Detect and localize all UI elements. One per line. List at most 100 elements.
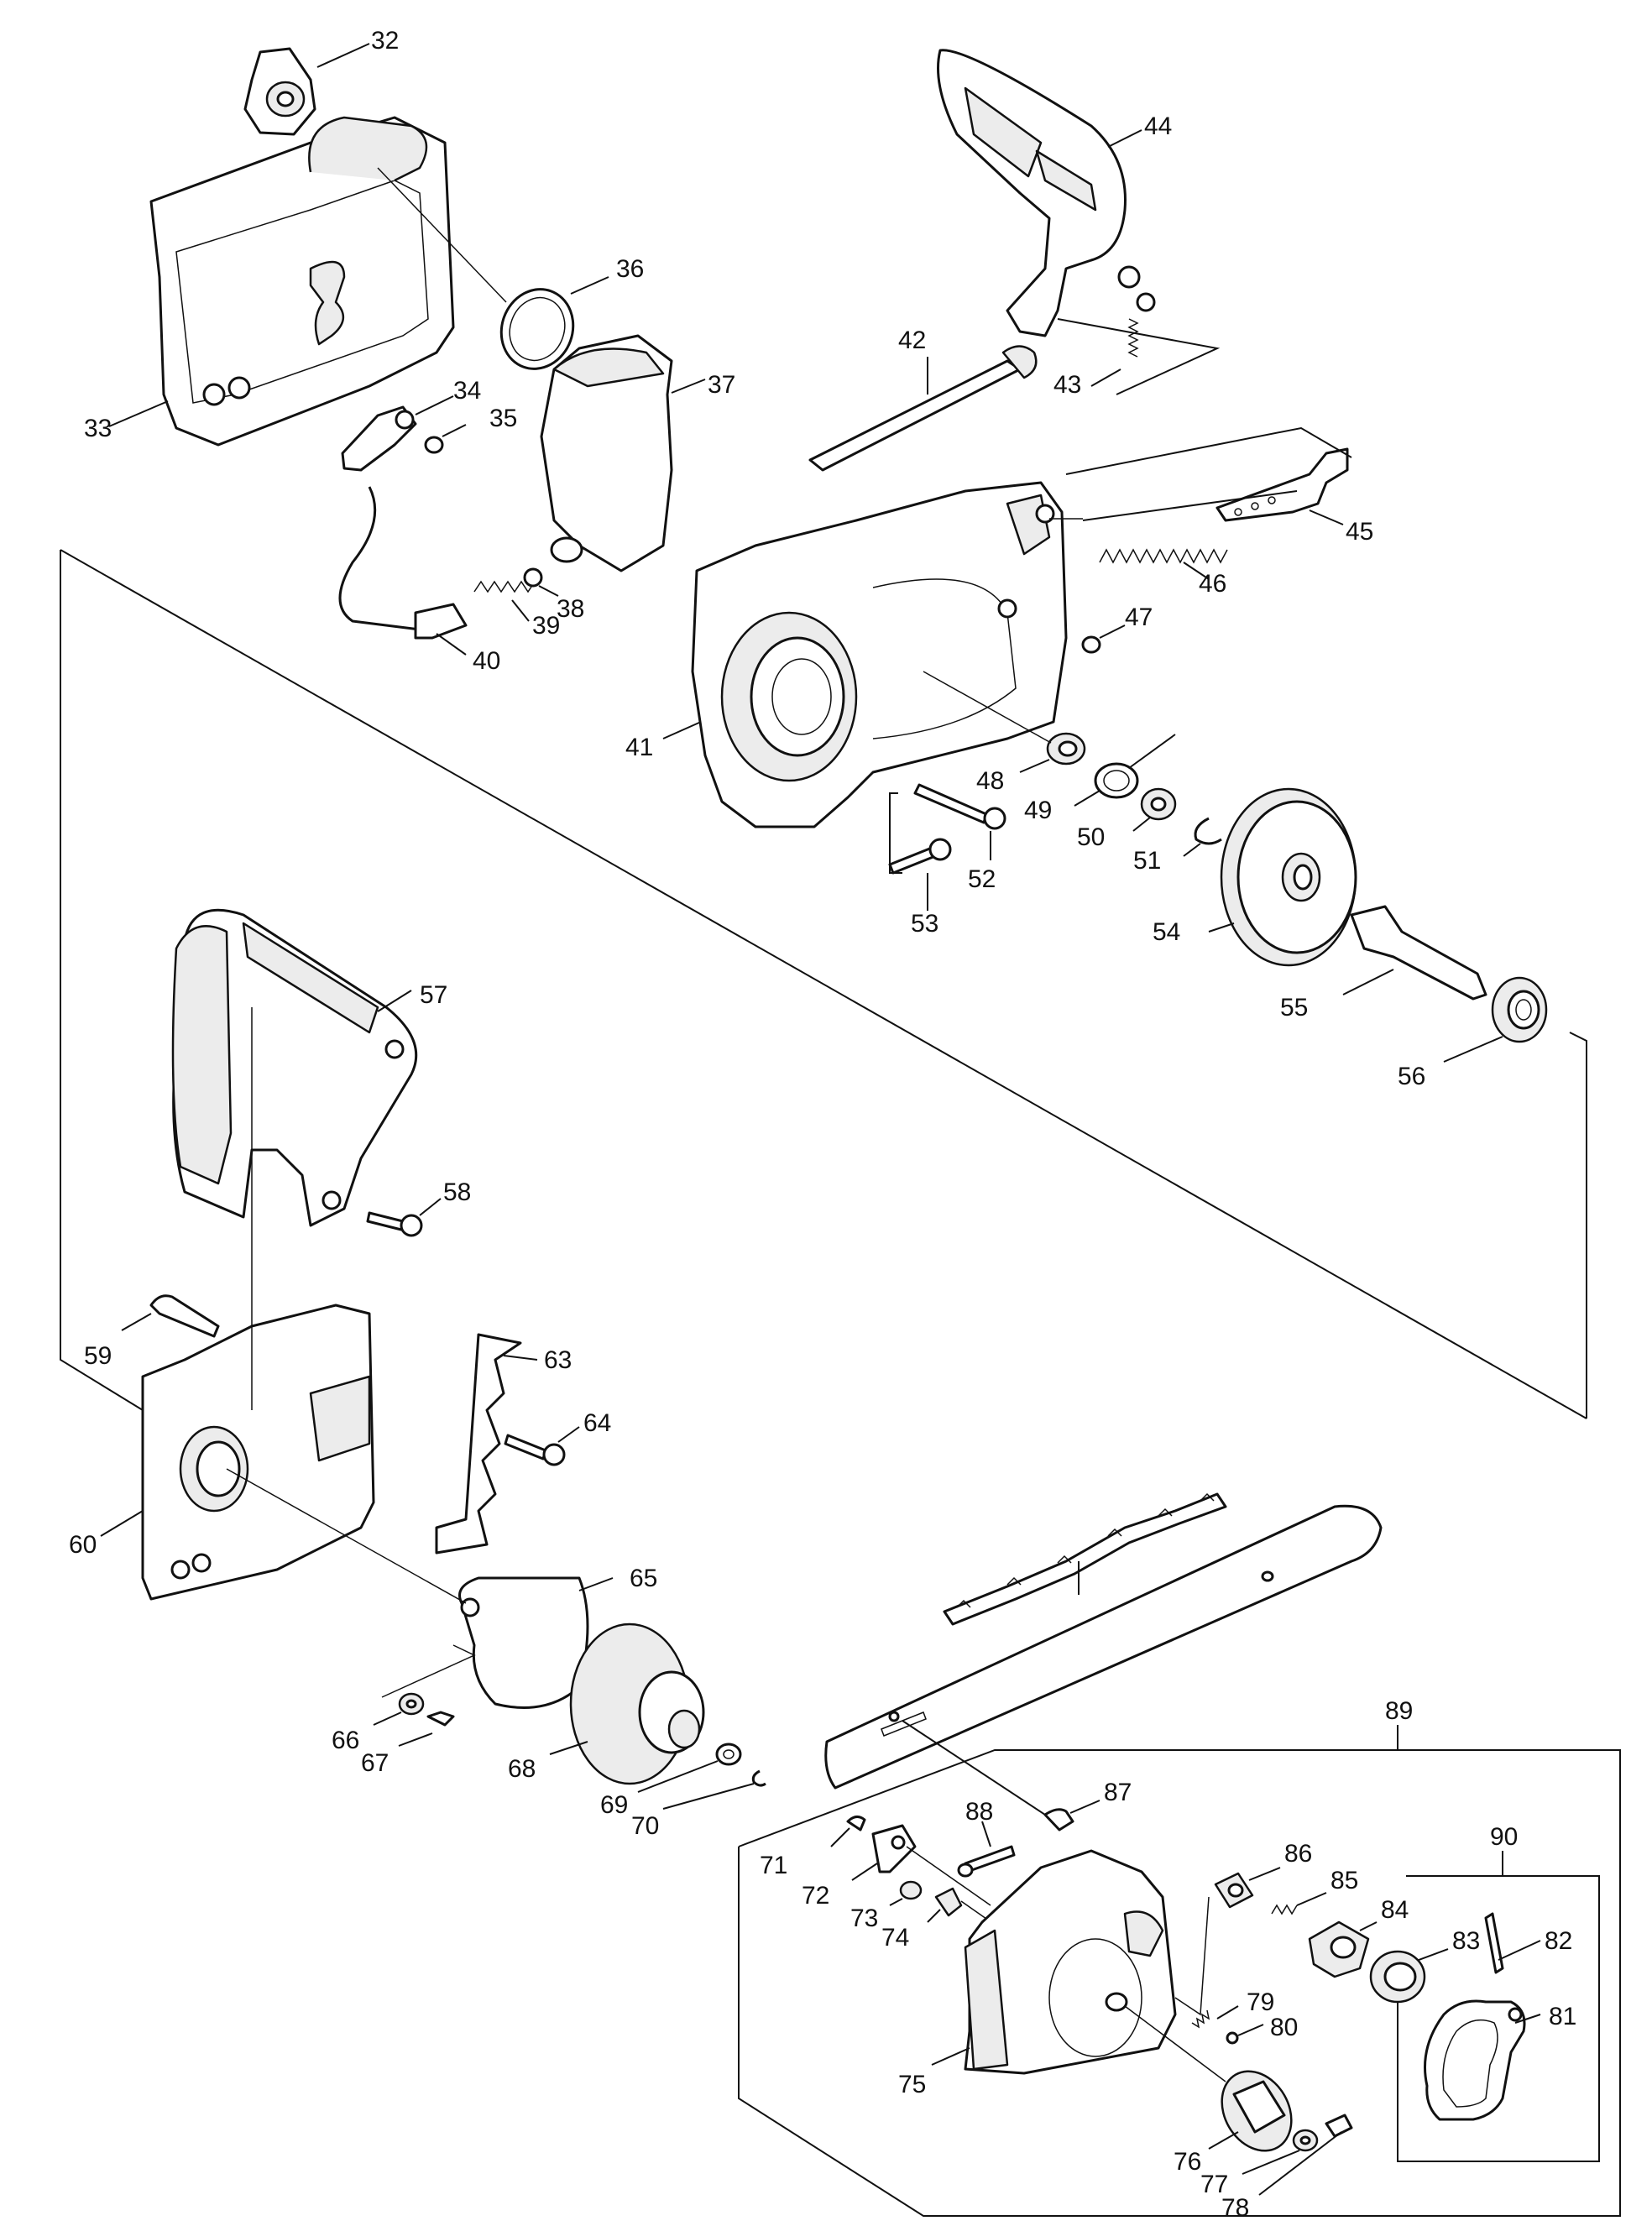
part-72-adjusting-plate — [851, 1824, 991, 1906]
label-53: 53 — [911, 910, 938, 938]
label-52: 52 — [968, 865, 996, 893]
label-41: 41 — [625, 734, 653, 761]
part-45-brake-lever — [1065, 426, 1352, 525]
label-88: 88 — [965, 1798, 993, 1826]
part-42-rod — [808, 345, 1038, 472]
part-64-screw — [504, 1426, 580, 1466]
part-number-labels: 32 33 34 35 36 37 38 39 40 41 42 43 44 4… — [69, 27, 1576, 2222]
label-69: 69 — [600, 1791, 628, 1819]
label-33: 33 — [84, 415, 112, 442]
label-90: 90 — [1490, 1823, 1518, 1851]
label-39: 39 — [532, 612, 560, 640]
label-87: 87 — [1104, 1779, 1132, 1806]
label-54: 54 — [1153, 918, 1180, 946]
label-78: 78 — [1221, 2194, 1249, 2222]
part-52-screw — [913, 783, 1006, 860]
part-33-rear-housing — [108, 116, 455, 447]
label-65: 65 — [630, 1565, 657, 1592]
part-59-bolt — [121, 1294, 220, 1338]
part-48-bearing — [923, 671, 1086, 773]
label-63: 63 — [544, 1346, 572, 1374]
label-77: 77 — [1200, 2171, 1228, 2198]
part-49-spring-washer — [1074, 734, 1176, 807]
part-63-bumper-spike — [435, 1333, 538, 1555]
label-89: 89 — [1385, 1697, 1413, 1725]
part-73-nut — [889, 1880, 923, 1906]
part-74-gear — [927, 1887, 1004, 1931]
label-32: 32 — [371, 27, 399, 55]
part-55-pinion-shaft — [1342, 905, 1487, 1001]
label-73: 73 — [850, 1905, 878, 1932]
part-58-screw — [366, 1198, 442, 1237]
part-54-bevel-gear — [1208, 787, 1357, 967]
part-69-washer — [637, 1743, 742, 1793]
label-82: 82 — [1545, 1927, 1572, 1955]
label-85: 85 — [1330, 1867, 1358, 1894]
part-87-bar-stud — [902, 1720, 1100, 1831]
label-40: 40 — [473, 647, 500, 675]
label-36: 36 — [616, 255, 644, 283]
part-56-ball-bearing — [1443, 976, 1548, 1063]
label-44: 44 — [1144, 112, 1172, 140]
part-53-screw — [888, 792, 952, 911]
part-86-nut — [1174, 1867, 1281, 2016]
label-55: 55 — [1280, 994, 1308, 1022]
part-67-screw — [398, 1711, 455, 1747]
part-34-oil-fitting — [341, 395, 454, 472]
label-48: 48 — [976, 767, 1004, 795]
label-75: 75 — [898, 2071, 926, 2098]
label-60: 60 — [69, 1531, 97, 1559]
label-38: 38 — [557, 595, 584, 623]
part-84-knob-base — [1308, 1920, 1378, 1978]
part-83-ring — [1369, 1948, 1449, 2004]
part-32-cap — [243, 43, 370, 136]
label-43: 43 — [1053, 371, 1081, 399]
label-72: 72 — [802, 1882, 829, 1910]
part-68-sprocket — [549, 1622, 705, 1785]
part-66-washer — [373, 1692, 425, 1726]
part-60-side-plate — [100, 1007, 375, 1601]
label-68: 68 — [508, 1755, 536, 1783]
label-81: 81 — [1549, 2003, 1576, 2030]
part-70-snap-ring — [662, 1769, 766, 1810]
label-70: 70 — [631, 1812, 659, 1840]
label-49: 49 — [1024, 797, 1052, 824]
label-56: 56 — [1398, 1063, 1425, 1090]
kit-90-frame-lines — [1397, 1851, 1600, 2162]
label-37: 37 — [708, 371, 735, 399]
label-45: 45 — [1346, 518, 1373, 546]
part-41-gear-housing — [662, 481, 1083, 828]
label-80: 80 — [1270, 2014, 1298, 2041]
part-77-washer — [1242, 2129, 1319, 2175]
part-47-o-ring — [1081, 624, 1126, 654]
part-35-o-ring — [424, 424, 467, 454]
part-38-seal — [523, 567, 559, 597]
label-34: 34 — [453, 377, 481, 405]
label-51: 51 — [1133, 847, 1161, 875]
label-84: 84 — [1381, 1896, 1409, 1924]
part-82-pin — [1484, 1912, 1541, 1974]
part-76-knob — [1208, 2070, 1293, 2152]
part-57-front-handle — [171, 908, 418, 1227]
label-76: 76 — [1174, 2148, 1201, 2176]
label-64: 64 — [583, 1409, 611, 1437]
label-57: 57 — [420, 981, 447, 1009]
part-80-ball — [1226, 2024, 1264, 2045]
part-39-spring — [473, 580, 536, 622]
part-75-sprocket-cover — [931, 1849, 1226, 2082]
part-43-spring — [1057, 318, 1221, 395]
part-81-lever — [1424, 1999, 1541, 2121]
label-42: 42 — [898, 327, 926, 354]
label-74: 74 — [881, 1924, 909, 1952]
label-79: 79 — [1247, 1988, 1274, 2016]
label-46: 46 — [1199, 570, 1226, 598]
label-50: 50 — [1077, 823, 1105, 851]
part-51-snap-ring — [1183, 817, 1222, 857]
assembly-frame-lines — [60, 549, 1587, 1419]
label-35: 35 — [489, 405, 517, 432]
part-88-adjusting-screw — [957, 1821, 1016, 1878]
label-67: 67 — [361, 1749, 389, 1777]
label-71: 71 — [760, 1852, 787, 1879]
part-46-spring — [1099, 548, 1228, 580]
